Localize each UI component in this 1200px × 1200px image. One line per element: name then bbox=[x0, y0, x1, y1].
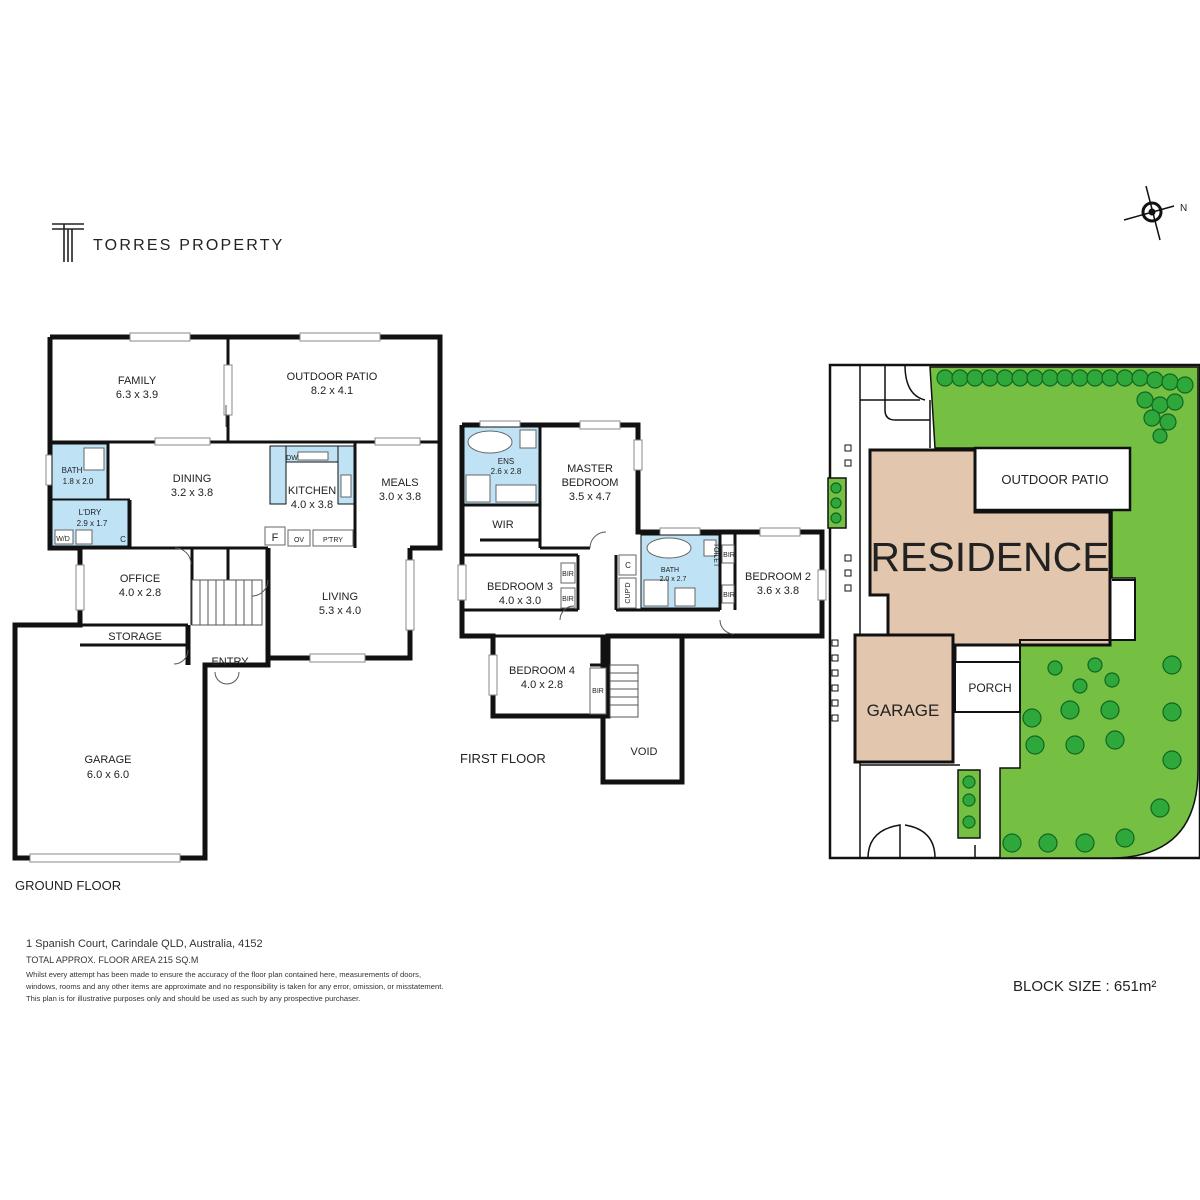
brand-logo: TORRES PROPERTY bbox=[52, 223, 285, 262]
living-dims: 5.3 x 4.0 bbox=[319, 605, 361, 617]
bir-label-5: BIR bbox=[592, 688, 604, 695]
ground-floor-title: GROUND FLOOR bbox=[15, 878, 121, 893]
bir-label-2: BIR bbox=[562, 596, 574, 603]
family-name: FAMILY bbox=[118, 375, 157, 387]
compass-label: N bbox=[1180, 203, 1187, 214]
ground-floor-plan: FAMILY 6.3 x 3.9 OUTDOOR PATIO 8.2 x 4.1… bbox=[12, 332, 443, 893]
dining-dims: 3.2 x 3.8 bbox=[171, 487, 213, 499]
brand-name: TORRES PROPERTY bbox=[93, 237, 285, 254]
family-dims: 6.3 x 3.9 bbox=[116, 389, 158, 401]
dining-name: DINING bbox=[173, 473, 212, 485]
bedroom2-dims: 3.6 x 3.8 bbox=[757, 585, 799, 597]
site-garage-label: GARAGE bbox=[867, 701, 940, 720]
meals-name: MEALS bbox=[381, 477, 418, 489]
first-floor-plan: ENS 2.6 x 2.8 MASTER BEDROOM 3.5 x 4.7 W… bbox=[457, 420, 827, 785]
ff-stairs-icon bbox=[609, 664, 639, 718]
laundry-name: L'DRY bbox=[79, 508, 102, 517]
office-name: OFFICE bbox=[120, 573, 160, 585]
disclaimer-line-3: This plan is for illustrative purposes o… bbox=[26, 994, 361, 1003]
washer-dryer-label: W/D bbox=[56, 536, 70, 543]
laundry-cupboard-label: C bbox=[120, 535, 126, 544]
fridge-label: F bbox=[272, 532, 279, 544]
garage-name: GARAGE bbox=[84, 754, 131, 766]
office-dims: 4.0 x 2.8 bbox=[119, 587, 161, 599]
dishwasher-label: DW bbox=[286, 455, 298, 462]
void-label: VOID bbox=[631, 746, 658, 758]
bedroom3-name: BEDROOM 3 bbox=[487, 581, 553, 593]
pantry-label: P'TRY bbox=[323, 537, 343, 544]
bedroom4-name: BEDROOM 4 bbox=[509, 665, 575, 677]
outdoor-patio-name: OUTDOOR PATIO bbox=[287, 371, 378, 383]
bir-label-1: BIR bbox=[562, 571, 574, 578]
ens-dims: 2.6 x 2.8 bbox=[491, 467, 522, 476]
kitchen-name: KITCHEN bbox=[288, 485, 336, 497]
storage-label: STORAGE bbox=[108, 631, 162, 643]
ff-cupboard-c-label: C bbox=[625, 561, 631, 570]
toilet-label: TOILET bbox=[712, 543, 719, 568]
t-monogram-icon bbox=[52, 223, 84, 262]
living-name: LIVING bbox=[322, 591, 358, 603]
site-outdoor-patio-label: OUTDOOR PATIO bbox=[1001, 472, 1108, 487]
disclaimer-line-2: windows, rooms and any other items are a… bbox=[26, 982, 444, 991]
disclaimer-line-1: Whilst every attempt has been made to en… bbox=[26, 970, 422, 979]
north-arrow-icon bbox=[1123, 185, 1175, 241]
master-name-1: MASTER bbox=[567, 463, 613, 475]
total-floor-area: TOTAL APPROX. FLOOR AREA 215 SQ.M bbox=[26, 955, 199, 965]
first-floor-title: FIRST FLOOR bbox=[460, 751, 546, 766]
ff-bath-name: BATH bbox=[661, 567, 679, 574]
entry-label: ENTRY bbox=[211, 656, 249, 668]
outdoor-patio-dims: 8.2 x 4.1 bbox=[311, 385, 353, 397]
bedroom4-dims: 4.0 x 2.8 bbox=[521, 679, 563, 691]
block-size: BLOCK SIZE : 651m² bbox=[1013, 978, 1157, 995]
stairs-icon bbox=[191, 579, 263, 626]
master-name-2: BEDROOM bbox=[562, 477, 619, 489]
site-plan: OUTDOOR PATIO RESIDENCE GARAGE PORCH bbox=[827, 363, 1200, 860]
bir-label-3: BIR bbox=[723, 552, 735, 559]
wir-label: WIR bbox=[492, 519, 513, 531]
bedroom2-name: BEDROOM 2 bbox=[745, 571, 811, 583]
meals-dims: 3.0 x 3.8 bbox=[379, 491, 421, 503]
residence-label: RESIDENCE bbox=[870, 534, 1109, 580]
address: 1 Spanish Court, Carindale QLD, Australi… bbox=[26, 938, 263, 950]
kitchen-dims: 4.0 x 3.8 bbox=[291, 499, 333, 511]
master-dims: 3.5 x 4.7 bbox=[569, 491, 611, 503]
bedroom3-dims: 4.0 x 3.0 bbox=[499, 595, 541, 607]
laundry-dims: 2.9 x 1.7 bbox=[77, 519, 108, 528]
bir-label-4: BIR bbox=[723, 592, 735, 599]
garage-dims: 6.0 x 6.0 bbox=[87, 769, 129, 781]
gf-bath-dims: 1.8 x 2.0 bbox=[63, 477, 94, 486]
gf-bath-name: BATH bbox=[62, 466, 83, 475]
ff-bath-dims: 2.0 x 2.7 bbox=[660, 576, 687, 583]
ens-name: ENS bbox=[498, 457, 514, 466]
porch-label: PORCH bbox=[968, 681, 1011, 695]
tree-icons bbox=[830, 369, 1194, 853]
cupd-label: CUP'D bbox=[625, 582, 632, 603]
oven-label: OV bbox=[294, 537, 304, 544]
